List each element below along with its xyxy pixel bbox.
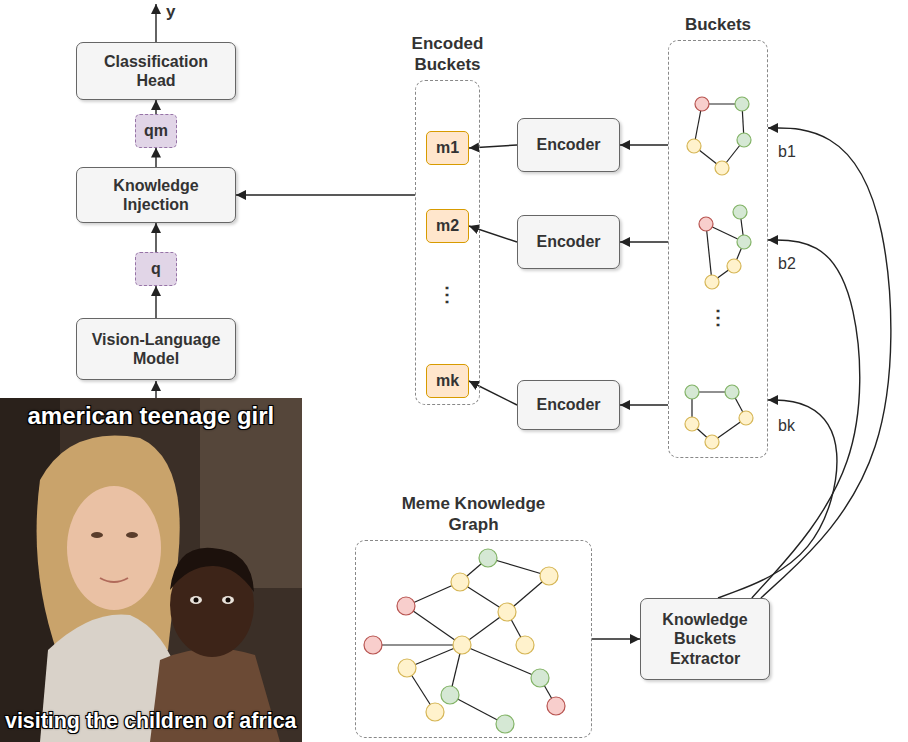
node-label: Encoder [536, 395, 600, 414]
node-label: Vision-Language Model [83, 330, 229, 368]
encoder-box: Encoder [517, 118, 620, 172]
child-eye [190, 596, 202, 604]
ellipsis: ⋮ [708, 305, 728, 329]
embedding-box: m1 [426, 131, 469, 164]
child-hair [170, 548, 254, 592]
bucket-graph [685, 385, 753, 449]
process-box: Classification Head [76, 42, 236, 100]
photo-ground [0, 398, 302, 742]
graph-container: Meme Knowledge Graph [355, 540, 592, 738]
output-arrow [155, 4, 156, 42]
meme-caption: american teenage girl [28, 402, 275, 431]
embedding-box: m2 [426, 209, 469, 242]
connector-arrow [155, 286, 156, 318]
bucket-label: b1 [778, 142, 796, 161]
child-eye [222, 596, 234, 604]
node-label: mk [436, 371, 459, 390]
child-pupil [194, 598, 199, 603]
connector-arrow [761, 128, 891, 598]
connector-arrow [620, 241, 668, 242]
vector-box: qm [135, 114, 177, 147]
bucket-label: b2 [778, 254, 796, 273]
connector-arrow [469, 381, 517, 405]
bucket-graph [699, 205, 751, 289]
ellipsis: ⋮ [437, 282, 457, 306]
bucket-graph [687, 97, 751, 175]
meme-photo [0, 398, 302, 742]
woman-eye [91, 532, 103, 538]
process-box: Knowledge Buckets Extractor [640, 598, 770, 680]
embedding-box: mk [426, 364, 469, 397]
group-heading: Meme Knowledge Graph [394, 494, 554, 535]
meme-caption: visiting the children of africa [5, 708, 297, 734]
node-label: Encoder [536, 232, 600, 251]
knowledge-graph [364, 549, 565, 733]
connector-arrow [236, 194, 415, 195]
output-label: y [166, 2, 175, 22]
group-container: Buckets [668, 40, 768, 458]
connector-arrow [155, 148, 156, 167]
node-label: Encoder [536, 135, 600, 154]
child-pupil [226, 598, 231, 603]
woman-eye [126, 532, 138, 538]
connector-arrow [620, 144, 668, 145]
connector-arrow [620, 404, 668, 405]
encoder-box: Encoder [517, 380, 620, 430]
woman-mouth [100, 578, 128, 582]
node-label: Classification Head [83, 52, 229, 90]
node-label: qm [144, 121, 168, 140]
node-label: q [151, 259, 161, 278]
node-label: m2 [436, 216, 459, 235]
connector-arrow [155, 100, 156, 114]
node-label: m1 [436, 138, 459, 157]
input-arrow [155, 381, 156, 398]
connector-arrow [592, 638, 640, 639]
encoder-box: Encoder [517, 215, 620, 269]
node-label: Knowledge Injection [83, 176, 229, 214]
connector-arrow [155, 223, 156, 252]
woman-face [67, 486, 161, 610]
connector-arrow [469, 145, 517, 148]
vector-box: q [135, 252, 177, 286]
process-box: Vision-Language Model [76, 318, 236, 380]
group-heading: Buckets [668, 15, 768, 35]
group-container: Encoded Bucketsm1m2mk [415, 80, 480, 405]
group-heading: Encoded Buckets [398, 34, 498, 75]
node-label: Knowledge Buckets Extractor [647, 610, 763, 668]
connector-arrow [469, 226, 517, 242]
process-box: Knowledge Injection [76, 167, 236, 223]
bucket-label: bk [778, 416, 795, 435]
connector-arrow [718, 400, 837, 598]
